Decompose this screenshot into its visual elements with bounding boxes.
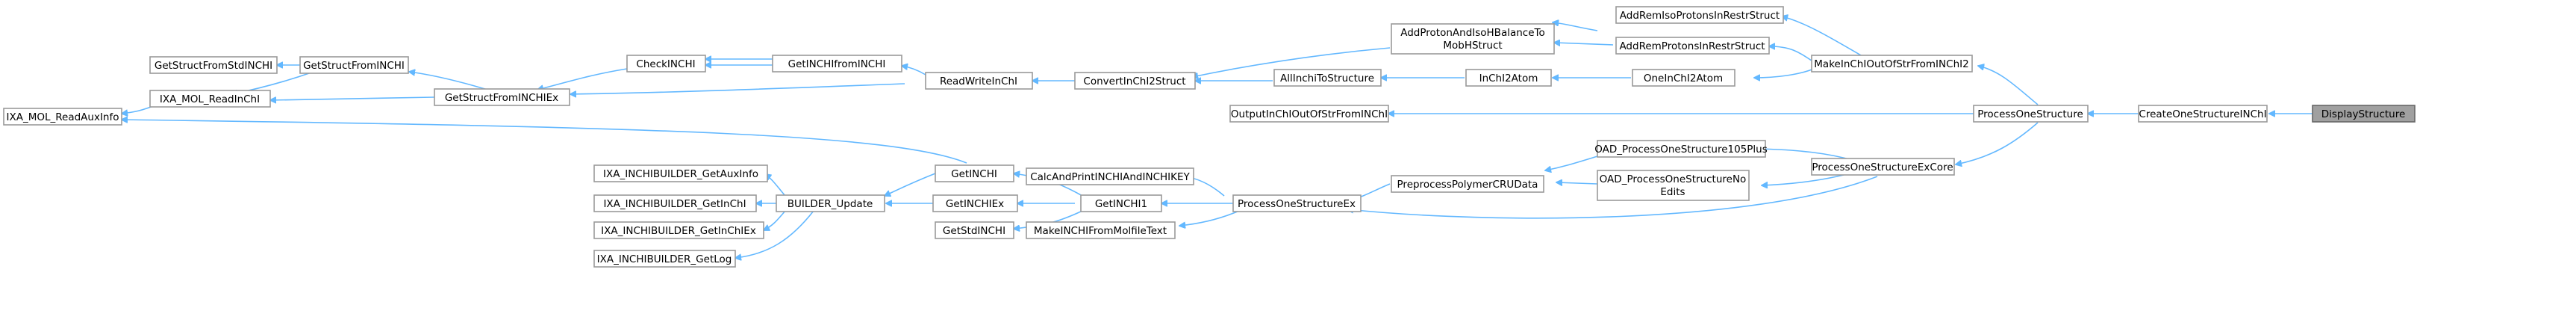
edge-builderupdate-to-getinchiexb	[764, 210, 786, 230]
edges	[122, 16, 2313, 258]
svg-text:MobHStruct: MobHStruct	[1443, 40, 1502, 52]
svg-text:ProcessOneStructureEx: ProcessOneStructureEx	[1238, 198, 1356, 210]
node-inchi2-atom[interactable]: InChI2Atom	[1465, 69, 1552, 87]
svg-text:GetStructFromINCHI: GetStructFromINCHI	[303, 60, 405, 72]
node-add-rem-iso-protons-in-restr-struct[interactable]: AddRemIsoProtonsInRestrStruct	[1615, 6, 1784, 24]
edge-readwrite-to-getstructex	[570, 83, 905, 94]
node-process-one-structure-ex[interactable]: ProcessOneStructureEx	[1232, 194, 1362, 212]
edge-getstructex-to-ixareadinchi	[270, 96, 435, 100]
svg-text:IXA_INCHIBUILDER_GetLog: IXA_INCHIBUILDER_GetLog	[597, 253, 732, 265]
edge-processoneex-to-makemolfile	[1179, 210, 1240, 226]
edge-processone-to-makeinchi2	[1978, 66, 2039, 105]
node-get-inchi-ex[interactable]: GetINCHIEx	[932, 194, 1018, 212]
svg-text:OAD_ProcessOneStructureNo: OAD_ProcessOneStructureNo	[1600, 173, 1747, 185]
svg-text:CalcAndPrintINCHIAndINCHIKEY: CalcAndPrintINCHIAndINCHIKEY	[1030, 171, 1190, 183]
svg-text:GetINCHI: GetINCHI	[951, 168, 997, 180]
node-ixa-inchibuilder-get-aux-info[interactable]: IXA_INCHIBUILDER_GetAuxInfo	[593, 164, 768, 182]
node-get-std-inchi[interactable]: GetStdINCHI	[935, 221, 1014, 239]
node-builder-update[interactable]: BUILDER_Update	[776, 194, 885, 212]
edge-ixareadauxinfo-to-getinchi	[122, 120, 967, 164]
edge-getinchi-to-builderupdate	[885, 173, 936, 196]
svg-text:PreprocessPolymerCRUData: PreprocessPolymerCRUData	[1397, 179, 1538, 191]
node-ixa-mol-read-inchi[interactable]: IXA_MOL_ReadInChI	[149, 90, 271, 108]
svg-text:OutputInChIOutOfStrFromINChI: OutputInChIOutOfStrFromINChI	[1231, 108, 1388, 120]
edge-oadnoedits-to-preprocess	[1556, 182, 1598, 184]
svg-text:IXA_INCHIBUILDER_GetInChI: IXA_INCHIBUILDER_GetInChI	[603, 198, 746, 210]
svg-text:IXA_INCHIBUILDER_GetAuxInfo: IXA_INCHIBUILDER_GetAuxInfo	[603, 168, 758, 180]
svg-text:GetStdINCHI: GetStdINCHI	[943, 225, 1005, 237]
svg-text:AddProtonAndIsoHBalanceTo: AddProtonAndIsoHBalanceTo	[1400, 27, 1545, 39]
svg-text:GetStructFromStdINCHI: GetStructFromStdINCHI	[155, 60, 272, 72]
svg-text:IXA_MOL_ReadInChI: IXA_MOL_ReadInChI	[160, 93, 260, 105]
edge-checkinchi-to-getstructex	[537, 68, 628, 90]
node-check-inchi[interactable]: CheckINCHI	[626, 55, 706, 73]
node-preprocess-polymer-cru-data[interactable]: PreprocessPolymerCRUData	[1391, 175, 1544, 193]
node-ixa-inchibuilder-get-log[interactable]: IXA_INCHIBUILDER_GetLog	[593, 250, 736, 268]
svg-text:CreateOneStructureINChI: CreateOneStructureINChI	[2139, 108, 2266, 120]
node-all-inchi-to-structure[interactable]: AllInchiToStructure	[1273, 69, 1382, 87]
node-oad-process-one-structure-105plus[interactable]: OAD_ProcessOneStructure105Plus	[1594, 140, 1768, 158]
node-process-one-structure[interactable]: ProcessOneStructure	[1973, 105, 2089, 123]
edge-addprotoniso-to-convert	[1192, 47, 1391, 77]
edge-processone-to-excore	[1956, 122, 2039, 164]
edge-makeinchi2-to-addrem	[1769, 46, 1815, 63]
svg-text:InChI2Atom: InChI2Atom	[1479, 73, 1538, 84]
edge-excore-to-processoneex	[1347, 176, 1878, 219]
svg-text:IXA_MOL_ReadAuxInfo: IXA_MOL_ReadAuxInfo	[6, 111, 119, 123]
svg-text:AddRemProtonsInRestrStruct: AddRemProtonsInRestrStruct	[1619, 40, 1765, 52]
node-display-structure[interactable]: DisplayStructure	[2312, 105, 2416, 123]
node-get-struct-from-std-inchi[interactable]: GetStructFromStdINCHI	[149, 56, 278, 74]
node-add-proton-and-iso-h-balance-to-mobh-struct[interactable]: AddProtonAndIsoHBalanceTo MobHStruct	[1391, 23, 1555, 55]
svg-text:OneInChI2Atom: OneInChI2Atom	[1644, 73, 1723, 84]
node-read-write-inchi[interactable]: ReadWriteInChI	[925, 72, 1033, 90]
svg-text:ProcessOneStructure: ProcessOneStructure	[1977, 108, 2083, 120]
svg-text:OAD_ProcessOneStructure105Plus: OAD_ProcessOneStructure105Plus	[1594, 144, 1768, 156]
svg-text:BUILDER_Update: BUILDER_Update	[788, 198, 873, 210]
svg-text:CheckINCHI: CheckINCHI	[636, 58, 695, 70]
svg-text:AddRemIsoProtonsInRestrStruct: AddRemIsoProtonsInRestrStruct	[1620, 10, 1780, 22]
svg-text:GetINCHIEx: GetINCHIEx	[946, 198, 1004, 210]
svg-text:GetINCHI1: GetINCHI1	[1095, 198, 1147, 210]
svg-text:GetStructFromINCHIEx: GetStructFromINCHIEx	[445, 92, 558, 104]
svg-text:IXA_INCHIBUILDER_GetInChIEx: IXA_INCHIBUILDER_GetInChIEx	[601, 225, 756, 237]
nodes: DisplayStructure CreateOneStructureINChI…	[3, 6, 2416, 268]
svg-text:MakeInChIOutOfStrFromINChI2: MakeInChIOutOfStrFromINChI2	[1814, 58, 1968, 70]
svg-text:GetINCHIfromINCHI: GetINCHIfromINCHI	[788, 58, 886, 70]
node-one-inchi2-atom[interactable]: OneInChI2Atom	[1632, 69, 1735, 87]
edge-makeinchi2-to-oneinchi2atom	[1754, 68, 1815, 78]
node-ixa-mol-read-aux-info[interactable]: IXA_MOL_ReadAuxInfo	[3, 108, 122, 126]
svg-text:MakeINCHIFromMolfileText: MakeINCHIFromMolfileText	[1034, 225, 1167, 237]
edge-makeinchi2-to-addremiso	[1782, 16, 1867, 59]
edge-addrem-to-addprotoniso	[1554, 43, 1614, 45]
svg-text:AllInchiToStructure: AllInchiToStructure	[1280, 73, 1374, 84]
svg-text:Edits: Edits	[1660, 186, 1685, 198]
edge-builderupdate-to-getlog	[735, 210, 814, 258]
edge-getstructex-to-getstruct	[409, 72, 493, 92]
node-get-inchi1[interactable]: GetINCHI1	[1080, 194, 1162, 212]
svg-text:DisplayStructure: DisplayStructure	[2321, 108, 2406, 120]
edge-oad105-to-preprocess	[1545, 153, 1606, 170]
svg-text:ProcessOneStructureExCore: ProcessOneStructureExCore	[1812, 161, 1953, 173]
edge-readwrite-to-getinchifrominchi	[902, 66, 926, 76]
node-make-inchi-from-molfile-text[interactable]: MakeINCHIFromMolfileText	[1026, 221, 1176, 239]
node-get-inchi-from-inchi[interactable]: GetINCHIfromINCHI	[772, 55, 902, 73]
node-make-inchi-out-of-str-from-inchi2[interactable]: MakeInChIOutOfStrFromINChI2	[1811, 55, 1973, 73]
node-output-inchi-out-of-str-from-inchi[interactable]: OutputInChIOutOfStrFromINChI	[1229, 105, 1389, 123]
node-ixa-inchibuilder-get-inchi-ex[interactable]: IXA_INCHIBUILDER_GetInChIEx	[593, 221, 764, 239]
node-get-struct-from-inchi[interactable]: GetStructFromINCHI	[299, 56, 409, 74]
node-calc-and-print-inchi-and-inchikey[interactable]: CalcAndPrintINCHIAndINCHIKEY	[1026, 167, 1194, 185]
node-convert-inchi2-struct[interactable]: ConvertInChI2Struct	[1074, 72, 1196, 90]
node-process-one-structure-ex-core[interactable]: ProcessOneStructureExCore	[1811, 158, 1955, 176]
svg-text:ConvertInChI2Struct: ConvertInChI2Struct	[1083, 76, 1185, 87]
node-create-one-structure-inchi[interactable]: CreateOneStructureINChI	[2138, 105, 2268, 123]
node-ixa-inchibuilder-get-inchi[interactable]: IXA_INCHIBUILDER_GetInChI	[593, 194, 757, 212]
node-add-rem-protons-in-restr-struct[interactable]: AddRemProtonsInRestrStruct	[1615, 37, 1770, 55]
svg-text:ReadWriteInChI: ReadWriteInChI	[940, 76, 1017, 87]
node-get-struct-from-inchi-ex[interactable]: GetStructFromINCHIEx	[434, 88, 570, 106]
node-get-inchi[interactable]: GetINCHI	[935, 164, 1014, 182]
edge-addremiso-to-addprotoniso	[1553, 22, 1598, 31]
node-oad-process-one-structure-no-edits[interactable]: OAD_ProcessOneStructureNo Edits	[1597, 170, 1750, 201]
edge-builderupdate-to-getauxinfo	[765, 174, 786, 197]
